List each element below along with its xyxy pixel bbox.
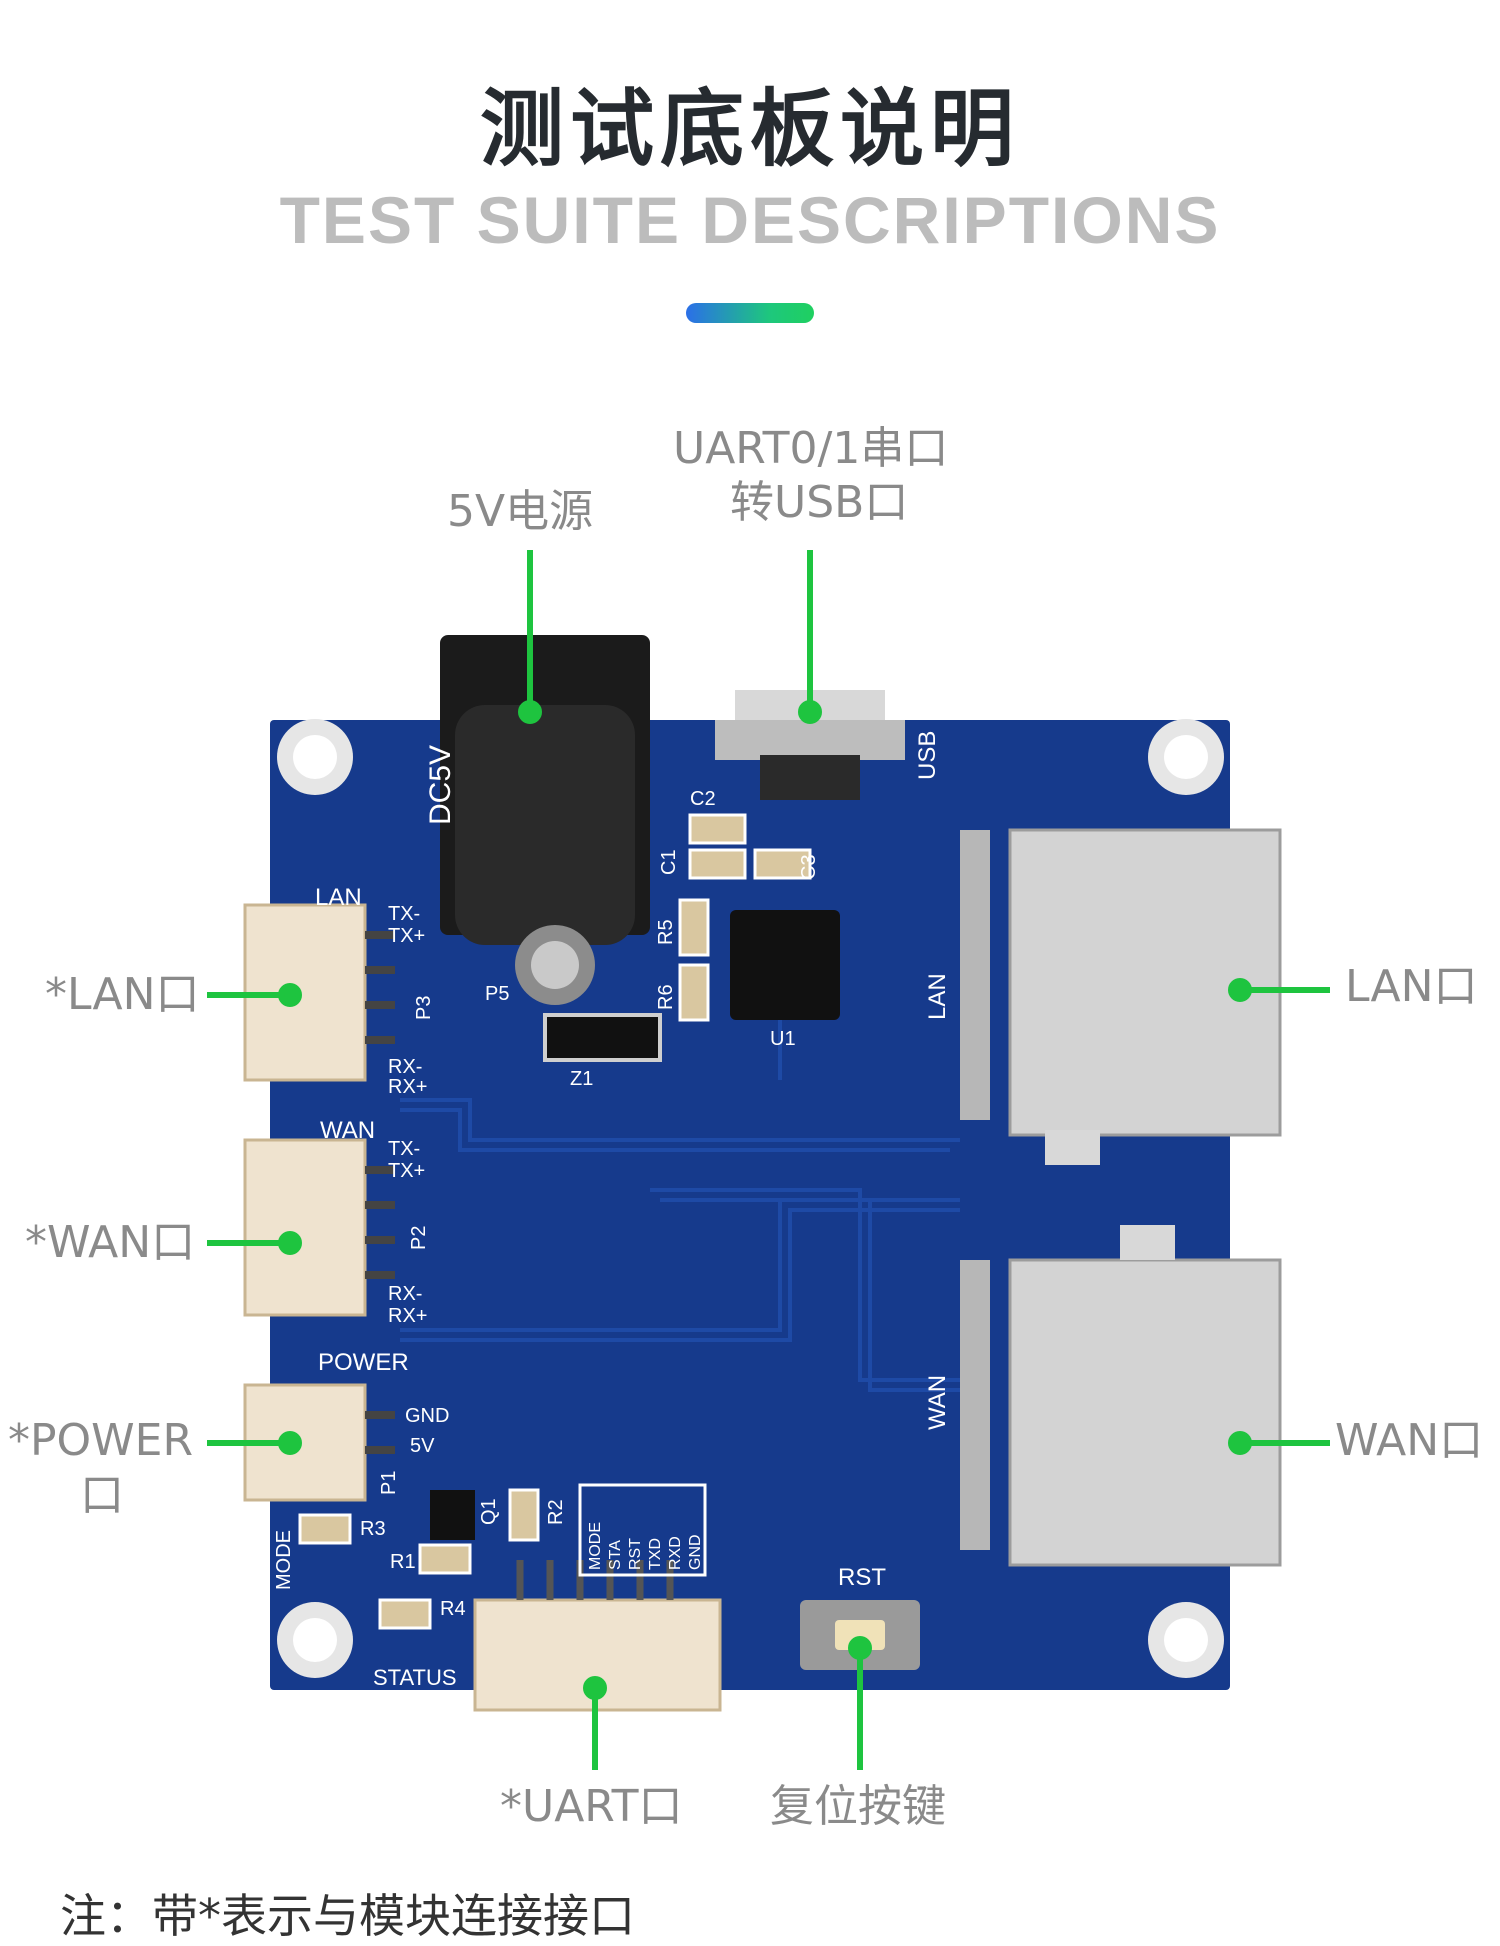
silk-r3: R3 [360,1518,386,1540]
silk-rx-plus-lan: RX+ [388,1076,427,1098]
rj45-wan-jack [960,1225,1282,1567]
silk-uart-pin-labels: MODE STA RST TXD RXD GND [587,1522,704,1570]
silk-pin-gnd: GND [687,1534,704,1570]
silk-p5: P5 [485,983,509,1005]
callout-dot-uart [583,1676,607,1700]
silk-tx-plus-wan: TX+ [388,1160,425,1182]
silk-mode: MODE [273,1530,295,1590]
silk-c2: C2 [690,788,716,810]
silk-u1: U1 [770,1028,796,1050]
silk-c1: C1 [658,849,680,875]
silk-gnd: GND [405,1405,449,1427]
silk-p1: P1 [378,1471,400,1495]
silk-tx-plus-lan: TX+ [388,925,425,947]
passive-components [298,813,812,1630]
silk-wan-jack: WAN [924,1375,951,1430]
diode-z1 [543,1013,662,1062]
silk-pin-rxd: RXD [667,1536,684,1570]
silk-r5: R5 [655,919,677,945]
transistor-q1 [430,1490,475,1540]
callout-dot-reset [848,1636,872,1660]
chip-u1 [730,910,840,1020]
silk-r2: R2 [545,1499,567,1525]
label-reset-button: 复位按键 [770,1781,946,1832]
callout-dot-lan-right [1228,978,1252,1002]
silk-rst: RST [838,1564,886,1591]
reset-button-component [800,1600,920,1670]
silk-rx-minus-wan: RX- [388,1283,422,1305]
silk-pin-mode: MODE [587,1522,604,1570]
silk-c3: C3 [798,854,820,880]
callout-dot-wan-right [1228,1431,1252,1455]
silk-usb: USB [914,731,941,780]
label-wan-left: *WAN口 [25,1217,196,1268]
label-uart-usb-line2: 转USB口 [730,477,909,528]
rj45-lan-jack [960,828,1282,1165]
silk-p2: P2 [408,1226,430,1250]
callout-dot-usb [798,700,822,724]
pcb-traces [400,1010,960,1392]
label-lan-left: *LAN口 [45,969,200,1020]
page-subtitle: TEST SUITE DESCRIPTIONS [279,183,1221,257]
silk-p3: P3 [413,996,435,1020]
dc-power-jack [440,635,650,1005]
label-uart-bottom: *UART口 [500,1781,683,1832]
label-5v-power: 5V电源 [447,486,594,537]
silk-5v: 5V [410,1435,435,1457]
callout-dot-power-left [278,1431,302,1455]
silk-pin-sta: STA [607,1540,624,1570]
silk-lan-jack: LAN [924,973,951,1020]
mounting-holes [277,719,1224,1678]
silk-tx-minus-wan: TX- [388,1138,420,1160]
silk-z1: Z1 [570,1068,593,1090]
silk-pin-rst: RST [627,1538,644,1570]
silk-wan-header: WAN [320,1117,375,1144]
silk-r1: R1 [390,1551,416,1573]
label-wan-right: WAN口 [1335,1415,1484,1466]
title-divider [686,303,814,323]
silk-tx-minus-lan: TX- [388,903,420,925]
callout-dot-wan-left [278,1231,302,1255]
silk-rx-minus-lan: RX- [388,1056,422,1078]
silk-status: STATUS [373,1665,457,1690]
silk-lan-header: LAN [315,884,362,911]
wan-header-connector [243,1138,395,1317]
silk-q1: Q1 [478,1498,500,1525]
silk-r6: R6 [655,984,677,1010]
label-uart-usb-line1: UART0/1串口 [673,423,949,474]
label-lan-right: LAN口 [1345,961,1478,1012]
silk-pin-txd: TXD [647,1538,664,1570]
silk-power-header: POWER [318,1349,409,1376]
silk-rx-plus-wan: RX+ [388,1305,427,1327]
callout-lines [207,550,1330,1770]
callout-dot-5v [518,700,542,724]
label-power-left-line1: *POWER [8,1415,194,1466]
silk-r4: R4 [440,1598,466,1620]
silk-dc5v: DC5V [424,745,457,825]
label-power-left-line2: 口 [80,1470,124,1521]
footnote: 注：带*表示与模块连接接口 [60,1889,635,1943]
page-title: 测试底板说明 [479,80,1020,178]
callout-dot-lan-left [278,983,302,1007]
